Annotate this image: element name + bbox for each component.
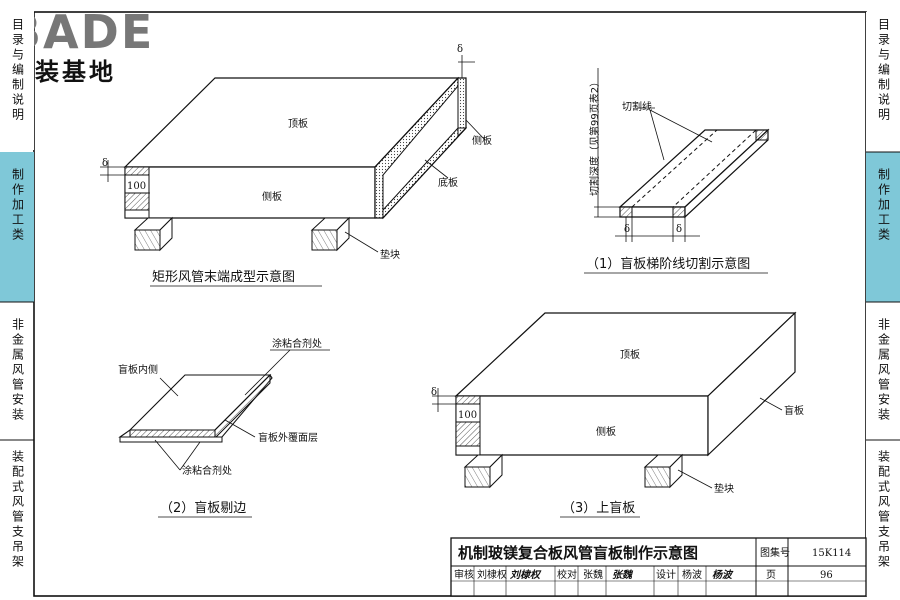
side-tab-label: 装配式风管支吊架 bbox=[876, 450, 891, 570]
fig1-cut-depth-label: 切割深度（见第99页表2） bbox=[588, 77, 601, 196]
right-tab-column: 目录与编制说明制作加工类非金属风管安装装配式风管支吊架 bbox=[866, 0, 900, 600]
main-caption: 矩形风管末端成型示意图 bbox=[152, 269, 295, 285]
side-tab-1[interactable]: 目录与编制说明 bbox=[866, 18, 900, 150]
fig3-block-label: 垫块 bbox=[714, 482, 734, 495]
side-tab-label: 装配式风管支吊架 bbox=[10, 450, 25, 570]
fig2-glue-bottom-label: 涂粘合剂处 bbox=[182, 464, 232, 477]
fig3-top-label: 顶板 bbox=[620, 348, 640, 361]
fig2-outer-label: 盲板外覆面层 bbox=[258, 431, 318, 444]
main-top-label: 顶板 bbox=[288, 117, 308, 130]
fig-main: 顶板 侧板 侧板 底板 垫块 100 δ δ 矩形风管末端成型示意图 bbox=[100, 44, 492, 287]
check-label: 校对 bbox=[557, 568, 577, 581]
fig1-delta-right: δ bbox=[676, 224, 682, 235]
fig-3: 顶板 侧板 盲板 垫块 100 δ （3）上盲板 bbox=[431, 311, 804, 518]
atlas-label: 图集号 bbox=[760, 546, 790, 559]
main-delta-top: δ bbox=[457, 44, 463, 55]
fig3-caption: （3）上盲板 bbox=[562, 500, 635, 516]
side-tab-label: 目录与编制说明 bbox=[10, 18, 25, 123]
side-tab-1[interactable]: 目录与编制说明 bbox=[0, 18, 34, 150]
main-block-label: 垫块 bbox=[380, 248, 400, 261]
fig2-inner-label: 盲板内侧 bbox=[118, 363, 158, 376]
side-tab-2[interactable]: 制作加工类 bbox=[866, 168, 900, 300]
fig1-caption: （1）盲板梯阶线切割示意图 bbox=[586, 256, 750, 272]
fig3-delta: δ bbox=[431, 387, 437, 398]
side-tab-label: 制作加工类 bbox=[876, 168, 891, 243]
fig3-blind-label: 盲板 bbox=[784, 404, 804, 417]
drawing-title: 机制玻镁复合板风管盲板制作示意图 bbox=[458, 544, 698, 562]
fig1-delta-left: δ bbox=[624, 224, 630, 235]
atlas-number: 15K114 bbox=[812, 548, 851, 559]
fig1-cut-line-label: 切割线 bbox=[622, 100, 652, 113]
checker-name: 张魏 bbox=[583, 568, 603, 581]
reviewer-signature: 刘棣权 bbox=[510, 569, 542, 581]
main-side-right-label: 侧板 bbox=[472, 134, 492, 147]
page-label: 页 bbox=[766, 569, 776, 581]
side-tab-label: 制作加工类 bbox=[10, 168, 25, 243]
main-side-label: 侧板 bbox=[262, 190, 282, 203]
design-label: 设计 bbox=[656, 568, 676, 581]
main-bottom-label: 底板 bbox=[438, 176, 458, 189]
fig2-glue-top-label: 涂粘合剂处 bbox=[272, 337, 322, 350]
page-number: 96 bbox=[820, 570, 833, 581]
main-dim-100: 100 bbox=[127, 181, 146, 192]
side-tab-label: 非金属风管安装 bbox=[10, 318, 25, 423]
fig2-caption: （2）盲板剔边 bbox=[160, 500, 246, 516]
left-tab-column: 目录与编制说明制作加工类非金属风管安装装配式风管支吊架 bbox=[0, 0, 34, 600]
fig3-dim-100: 100 bbox=[458, 410, 477, 421]
right-tabs bbox=[866, 12, 900, 596]
side-tab-2[interactable]: 制作加工类 bbox=[0, 168, 34, 300]
side-tab-4[interactable]: 装配式风管支吊架 bbox=[866, 450, 900, 594]
fig-2: 盲板内侧 涂粘合剂处 盲板外覆面层 涂粘合剂处 （2）盲板剔边 bbox=[118, 337, 330, 518]
side-tab-3[interactable]: 非金属风管安装 bbox=[866, 318, 900, 438]
side-tab-label: 目录与编制说明 bbox=[876, 18, 891, 123]
side-tab-3[interactable]: 非金属风管安装 bbox=[0, 318, 34, 438]
designer-signature: 杨波 bbox=[712, 569, 734, 581]
left-tabs bbox=[0, 0, 34, 441]
checker-signature: 张魏 bbox=[612, 569, 634, 581]
title-block: 机制玻镁复合板风管盲板制作示意图 图集号 15K114 审核 刘棣权 刘棣权 校… bbox=[450, 537, 867, 597]
review-label: 审核 bbox=[454, 568, 474, 581]
fig3-side-label: 侧板 bbox=[596, 425, 616, 438]
designer-name: 杨波 bbox=[682, 568, 702, 581]
side-tab-label: 非金属风管安装 bbox=[876, 318, 891, 423]
side-tab-4[interactable]: 装配式风管支吊架 bbox=[0, 450, 34, 594]
reviewer-name: 刘棣权 bbox=[477, 568, 507, 581]
main-delta-left: δ bbox=[102, 158, 108, 169]
fig-1: 切割线 切割深度（见第99页表2） δ δ （1）盲板梯阶线切割示意图 bbox=[584, 68, 770, 274]
